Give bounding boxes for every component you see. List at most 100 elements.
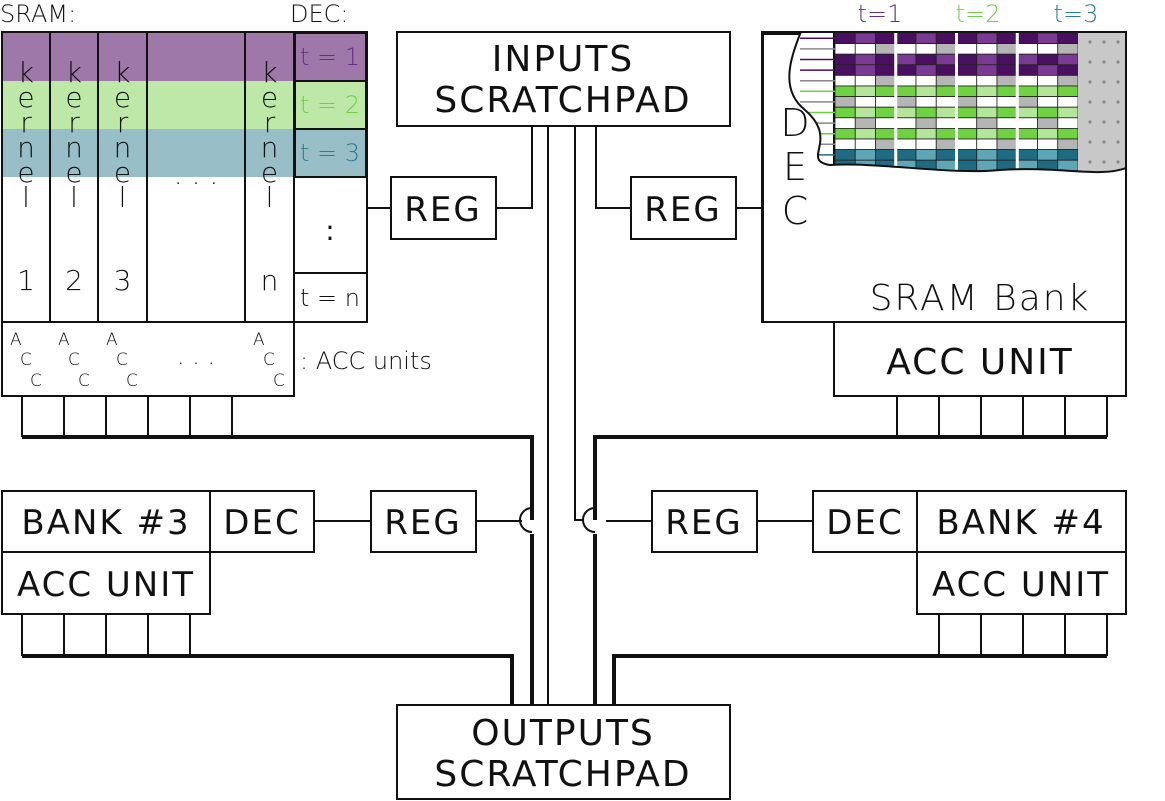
- kernel-letter: k: [66, 56, 82, 89]
- kernel-letter: r: [117, 106, 129, 139]
- memory-cell: [915, 32, 937, 45]
- bank4-dec-box: [812, 490, 918, 553]
- acc-legend: : ACC units: [300, 347, 432, 375]
- dec-entry-label: t = 3: [300, 139, 360, 167]
- inputs-scratchpad: INPUTS SCRATCHPAD: [396, 31, 731, 127]
- memory-cell: [976, 138, 998, 151]
- unused-dot: [1088, 60, 1092, 64]
- wire-inputs-to-reg-right: [595, 126, 631, 209]
- memory-cell: [875, 53, 897, 66]
- memory-cell: [854, 96, 876, 108]
- bank3-dec-label: DEC: [223, 503, 300, 543]
- memory-cell: [976, 75, 998, 87]
- bank4-box: [916, 490, 1127, 553]
- memory-cell: [915, 64, 937, 76]
- bank3-ports: [21, 614, 191, 656]
- unused-dot: [1088, 80, 1092, 84]
- memory-cell: [1037, 96, 1059, 108]
- kernel-letter: e: [261, 81, 278, 114]
- unused-dot: [1116, 100, 1120, 104]
- memory-cell: [854, 32, 876, 45]
- acc-letter: A: [253, 330, 265, 350]
- memory-cell: [915, 138, 937, 151]
- unused-dot: [1102, 120, 1106, 124]
- sram-label: SRAM:: [0, 0, 76, 28]
- bank3-dec-box: [209, 490, 315, 553]
- memory-cell: [996, 85, 1018, 98]
- memory-cell: [996, 106, 1018, 119]
- memory-cell: [1057, 43, 1079, 55]
- memory-cell: [915, 106, 937, 119]
- memory-cell: [996, 53, 1018, 66]
- memory-cell: [1057, 75, 1079, 87]
- memory-cell: [875, 43, 897, 55]
- memory-cell: [854, 75, 876, 87]
- memory-cell: [996, 149, 1018, 161]
- memory-cell: [956, 85, 978, 98]
- memory-cell: [1057, 149, 1079, 161]
- dec-entry-label: t = n: [300, 284, 360, 312]
- kernel-letter: n: [114, 131, 132, 164]
- memory-cell: [1016, 53, 1038, 66]
- acc-row: [1, 321, 295, 397]
- memory-cell: [1016, 138, 1038, 151]
- memory-cell: [915, 75, 937, 87]
- kernel-letter: e: [65, 81, 82, 114]
- memory-cell: [1037, 53, 1059, 66]
- bank3-box: [1, 490, 211, 553]
- bus-bank4: [612, 654, 1107, 705]
- time-label-t2: t=2: [956, 0, 1001, 28]
- memory-cell: [875, 75, 897, 87]
- acc-letter: C: [126, 371, 138, 391]
- memory-cell: [976, 149, 998, 161]
- memory-cell: [976, 159, 998, 172]
- memory-cell: [935, 138, 957, 151]
- dec-entry-label: t = 2: [300, 91, 360, 119]
- dec-label: DEC:: [290, 0, 349, 28]
- memory-cell: [895, 43, 917, 55]
- memory-cell: [875, 32, 897, 45]
- memory-cell: [935, 43, 957, 55]
- unused-dot: [1116, 60, 1120, 64]
- jumper-right: [582, 507, 596, 533]
- memory-cell: [996, 138, 1018, 151]
- memory-cell: [976, 43, 998, 55]
- memory-cell: [1037, 32, 1059, 45]
- memory-cell: [996, 96, 1018, 108]
- memory-cell: [1057, 64, 1079, 76]
- memory-cell: [854, 53, 876, 66]
- memory-cell: [915, 53, 937, 66]
- memory-cell: [976, 85, 998, 98]
- memory-cell: [956, 138, 978, 151]
- memory-cell: [1016, 64, 1038, 76]
- kernel-letter: l: [70, 181, 78, 214]
- unused-dot: [1088, 40, 1092, 44]
- memory-cell: [895, 138, 917, 151]
- kernel-letter: l: [119, 181, 127, 214]
- memory-cell: [976, 106, 998, 119]
- kernel-letter: r: [68, 106, 80, 139]
- memory-cell: [1016, 43, 1038, 55]
- memory-cell: [956, 96, 978, 108]
- dec-vdots: :: [325, 214, 334, 247]
- kernel-letter: e: [65, 156, 82, 189]
- memory-cell: [976, 117, 998, 129]
- bank3-acc-label: ACC UNIT: [17, 565, 195, 605]
- memory-cell: [935, 75, 957, 87]
- memory-cell: [956, 64, 978, 76]
- memory-cell: [834, 117, 856, 129]
- memory-cell: [834, 53, 856, 66]
- memory-cell: [895, 127, 917, 140]
- memory-cell: [935, 32, 957, 45]
- memory-cell: [976, 96, 998, 108]
- memory-cell: [895, 117, 917, 129]
- unused-dot: [1116, 140, 1120, 144]
- reg-mid-right: REG: [651, 490, 758, 553]
- unused-dot: [1102, 140, 1106, 144]
- kernel-letter: n: [261, 131, 279, 164]
- dec-entry-t3: [294, 128, 367, 178]
